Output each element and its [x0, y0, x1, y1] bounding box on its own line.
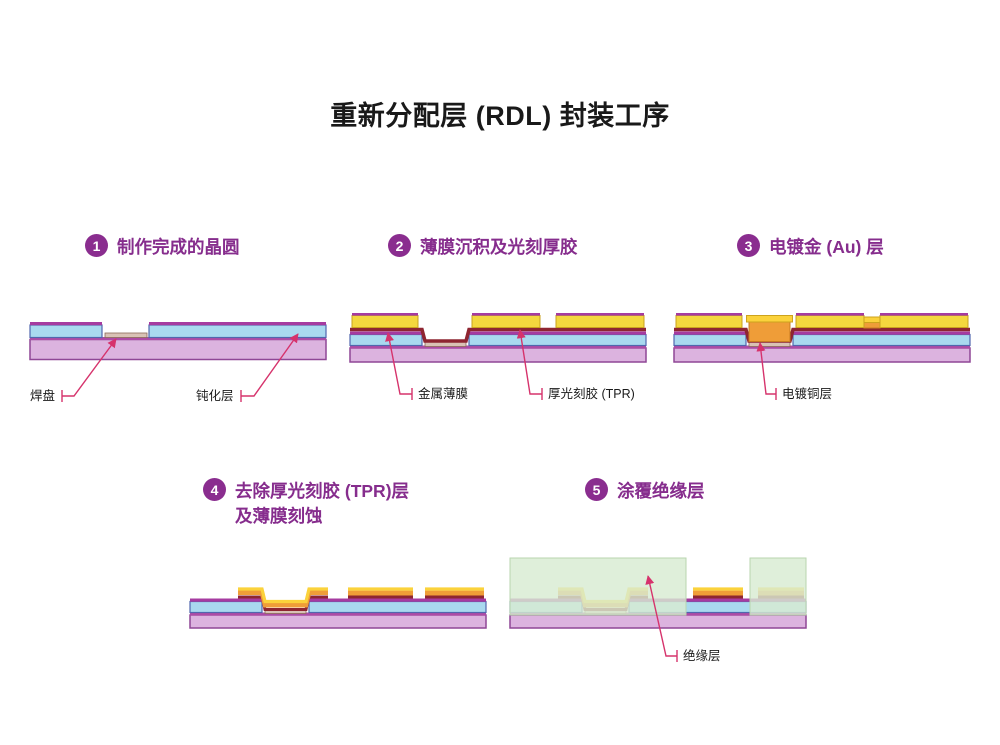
step5-title: 涂覆绝缘层 [617, 481, 705, 501]
metal-film-layer [350, 327, 646, 343]
substrate-layer [349, 347, 647, 363]
metal-trace-exposed [693, 587, 743, 599]
substrate-top-line [350, 345, 646, 349]
step5-header: 5 涂覆绝缘层 [585, 478, 705, 504]
wafer-cross-section [189, 587, 487, 629]
insulation-layer [509, 557, 807, 616]
callout-arrow [241, 333, 299, 397]
passivation-layer [29, 322, 327, 339]
step4-title-line2: 及薄膜刻蚀 [235, 506, 323, 527]
step1-badge: 1 [85, 234, 108, 257]
callout-arrow [645, 575, 677, 657]
step2-badge: 2 [388, 234, 411, 257]
callout-metal-film: 金属薄膜 [385, 332, 468, 401]
metal-film-label: 金属薄膜 [418, 386, 468, 401]
callout-arrow [385, 332, 412, 395]
plated-copper-label: 电镀铜层 [782, 386, 832, 401]
step1-header: 1 制作完成的晶圆 [85, 234, 240, 260]
substrate-layer [189, 614, 487, 629]
passivation-layer [349, 331, 647, 347]
insulation-label: 绝缘层 [683, 648, 721, 663]
callout-plated-copper: 电镀铜层 [756, 342, 832, 401]
step4-title: 去除厚光刻胶 (TPR)层 及薄膜刻蚀 [235, 478, 409, 530]
passivation-layer [673, 331, 971, 347]
step3-badge: 3 [737, 234, 760, 257]
step4-header: 4 去除厚光刻胶 (TPR)层 及薄膜刻蚀 [203, 478, 409, 530]
step3-header: 3 电镀金 (Au) 层 [737, 234, 884, 260]
step3-diagram: 电镀铜层 [673, 313, 971, 401]
step1-title: 制作完成的晶圆 [117, 237, 240, 257]
callout-passivation: 钝化层 [196, 333, 299, 403]
substrate-top-line [30, 337, 326, 340]
thick-resist-label: 厚光刻胶 (TPR) [548, 386, 635, 401]
step4-diagram [189, 587, 487, 629]
step4-badge: 4 [203, 478, 226, 501]
callout-arrow [756, 342, 776, 395]
thick-resist-layer [675, 313, 969, 328]
step5-diagram: 绝缘层 [509, 557, 807, 663]
passivation-layer [189, 598, 487, 614]
substrate-top-line [190, 612, 486, 616]
passivation-label: 钝化层 [196, 389, 234, 403]
step2-diagram: 金属薄膜 厚光刻胶 (TPR) [349, 313, 647, 401]
metal-trace-flat-2 [425, 587, 484, 599]
callout-insulation: 绝缘层 [645, 575, 721, 663]
wafer-cross-section [29, 322, 327, 361]
step2-title: 薄膜沉积及光刻厚胶 [420, 237, 578, 257]
wafer-cross-section [349, 313, 647, 363]
substrate-top-line [674, 345, 970, 349]
bond-pad [104, 332, 148, 338]
metal-trace-flat-1 [348, 587, 413, 599]
page-title: 重新分配层 (RDL) 封装工序 [330, 101, 670, 131]
step4-title-line1: 去除厚光刻胶 (TPR)层 [235, 481, 410, 501]
substrate-layer [673, 347, 971, 363]
metal-trace-via [238, 587, 328, 611]
wafer-cross-section [673, 313, 971, 363]
callout-pad: 焊盘 [30, 338, 117, 403]
step3-title: 电镀金 (Au) 层 [769, 237, 884, 257]
step1-diagram: 焊盘 钝化层 [29, 322, 327, 403]
pad-label: 焊盘 [30, 388, 55, 403]
step2-header: 2 薄膜沉积及光刻厚胶 [388, 234, 578, 260]
step5-badge: 5 [585, 478, 608, 501]
callout-arrow [516, 329, 542, 395]
callout-thick-resist: 厚光刻胶 (TPR) [516, 329, 635, 401]
callout-arrow [62, 338, 117, 397]
thick-resist-layer [351, 313, 645, 328]
